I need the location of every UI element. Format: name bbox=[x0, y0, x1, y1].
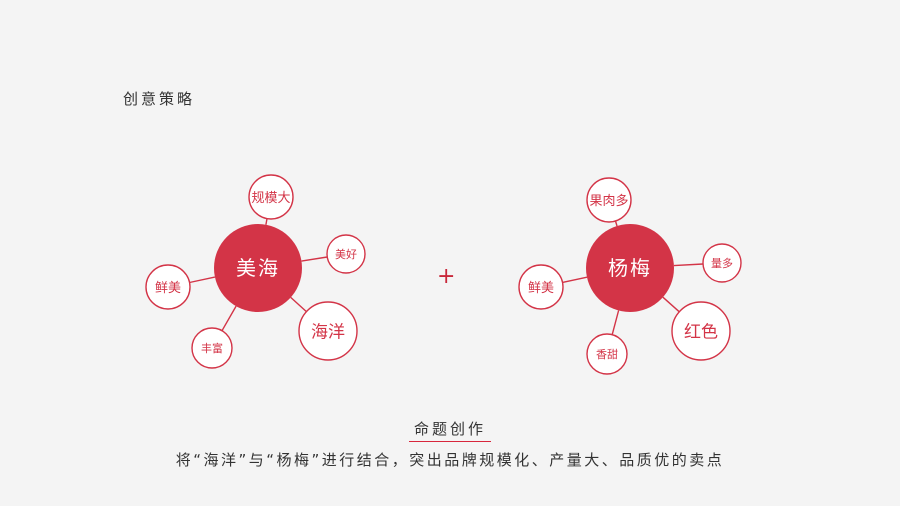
connector-line bbox=[265, 218, 268, 225]
node-circle bbox=[671, 301, 731, 361]
node-label: 规模大 bbox=[251, 191, 290, 206]
connector-line bbox=[301, 256, 328, 262]
node-label: 鲜美 bbox=[528, 281, 554, 296]
node-label: 红色 bbox=[684, 322, 718, 342]
connector-line bbox=[673, 263, 704, 267]
connector-line bbox=[290, 296, 307, 313]
footer-description: 将“海洋”与“杨梅”进行结合，突出品牌规模化、产量大、品质优的卖点 bbox=[175, 451, 725, 469]
node-label: 香甜 bbox=[596, 348, 618, 361]
node-label: 果肉多 bbox=[589, 193, 628, 209]
node-label: 量多 bbox=[711, 256, 733, 270]
node-circle bbox=[191, 327, 233, 369]
section-heading: 创意策略 bbox=[123, 90, 196, 108]
node-label: 鲜美 bbox=[155, 281, 181, 296]
footer-title-underline bbox=[409, 441, 491, 442]
hub-label: 美海 bbox=[236, 256, 280, 280]
hub-label: 杨梅 bbox=[608, 256, 652, 280]
node-circle bbox=[145, 264, 191, 310]
hub-circle bbox=[586, 224, 674, 312]
node-circle bbox=[586, 333, 628, 375]
node-circle bbox=[248, 174, 294, 220]
hub-circle bbox=[214, 224, 302, 312]
node-circle bbox=[702, 243, 742, 283]
connector-line bbox=[221, 305, 237, 332]
footer-title: 命题创作 bbox=[413, 420, 486, 438]
connector-line bbox=[614, 220, 618, 227]
connector-line bbox=[611, 310, 620, 335]
plus-sign: + bbox=[437, 264, 456, 289]
node-circle bbox=[326, 234, 366, 274]
connector-line bbox=[662, 296, 680, 313]
node-label: 丰富 bbox=[201, 341, 223, 355]
node-circle bbox=[298, 301, 358, 361]
node-label: 海洋 bbox=[311, 322, 345, 342]
connector-line bbox=[189, 276, 216, 284]
node-circle bbox=[586, 177, 632, 223]
node-label: 美好 bbox=[335, 247, 357, 261]
connector-line bbox=[562, 276, 588, 284]
node-circle bbox=[518, 264, 564, 310]
